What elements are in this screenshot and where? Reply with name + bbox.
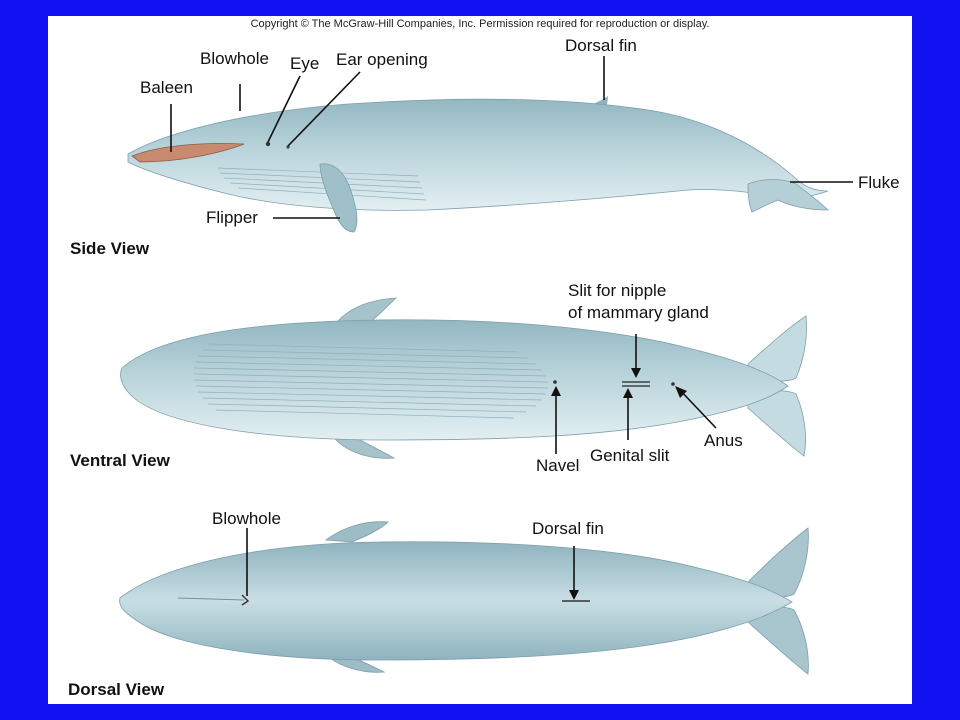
whale-diagram: Baleen Blowhole Eye Ear opening Dorsal f…: [68, 36, 900, 699]
diagram-panel: Copyright © The McGraw-Hill Companies, I…: [48, 16, 912, 704]
label-slit-line2: of mammary gland: [568, 303, 709, 322]
side-fluke-shape: [747, 179, 829, 213]
side-body-shape: [127, 98, 829, 211]
dorsal-view-whale: [119, 521, 809, 675]
label-flipper: Flipper: [206, 208, 258, 227]
anus-mark: [671, 382, 675, 386]
anus-pointer: [677, 387, 717, 429]
copyright-notice: Copyright © The McGraw-Hill Companies, I…: [250, 18, 710, 30]
label-ear-opening: Ear opening: [336, 50, 428, 69]
eye-mark: [265, 141, 271, 147]
ventral-belly-grooves: [193, 343, 549, 419]
side-view-title: Side View: [70, 239, 150, 258]
label-genital-slit: Genital slit: [590, 446, 670, 465]
dorsal-upper-flipper-shape: [324, 521, 389, 543]
genital-slit-arrowhead: [623, 388, 633, 398]
label-blowhole: Blowhole: [200, 49, 269, 68]
side-flipper-shape: [319, 163, 358, 233]
label-navel: Navel: [536, 456, 579, 475]
label-slit-line1: Slit for nipple: [568, 281, 666, 300]
baleen-shape: [131, 143, 245, 163]
blowhole-mark: [241, 594, 250, 606]
anus-arrowhead: [675, 386, 687, 398]
ear-opening-pointer: [287, 71, 361, 147]
dorsal-body-shape: [119, 541, 793, 661]
navel-arrowhead: [551, 386, 561, 396]
label-fluke: Fluke: [858, 173, 900, 192]
dorsal-fin-arrowhead: [569, 590, 579, 600]
dorsal-ridge-line: [177, 597, 245, 601]
ventral-upper-flipper-shape: [337, 297, 398, 323]
label-baleen: Baleen: [140, 78, 193, 97]
label-dorsal-fin: Dorsal fin: [565, 36, 637, 55]
navel-mark: [553, 380, 557, 384]
ventral-view-title: Ventral View: [70, 451, 171, 470]
nipple-slit-arrowhead: [631, 368, 641, 378]
dorsal-view-title: Dorsal View: [68, 680, 165, 699]
label-eye: Eye: [290, 54, 319, 73]
eye-pointer: [267, 75, 301, 143]
label-dorsal-blowhole: Blowhole: [212, 509, 281, 528]
ventral-view-whale: [120, 297, 807, 459]
label-anus: Anus: [704, 431, 743, 450]
side-view-whale: [127, 96, 829, 233]
label-dorsal-dorsal-fin: Dorsal fin: [532, 519, 604, 538]
